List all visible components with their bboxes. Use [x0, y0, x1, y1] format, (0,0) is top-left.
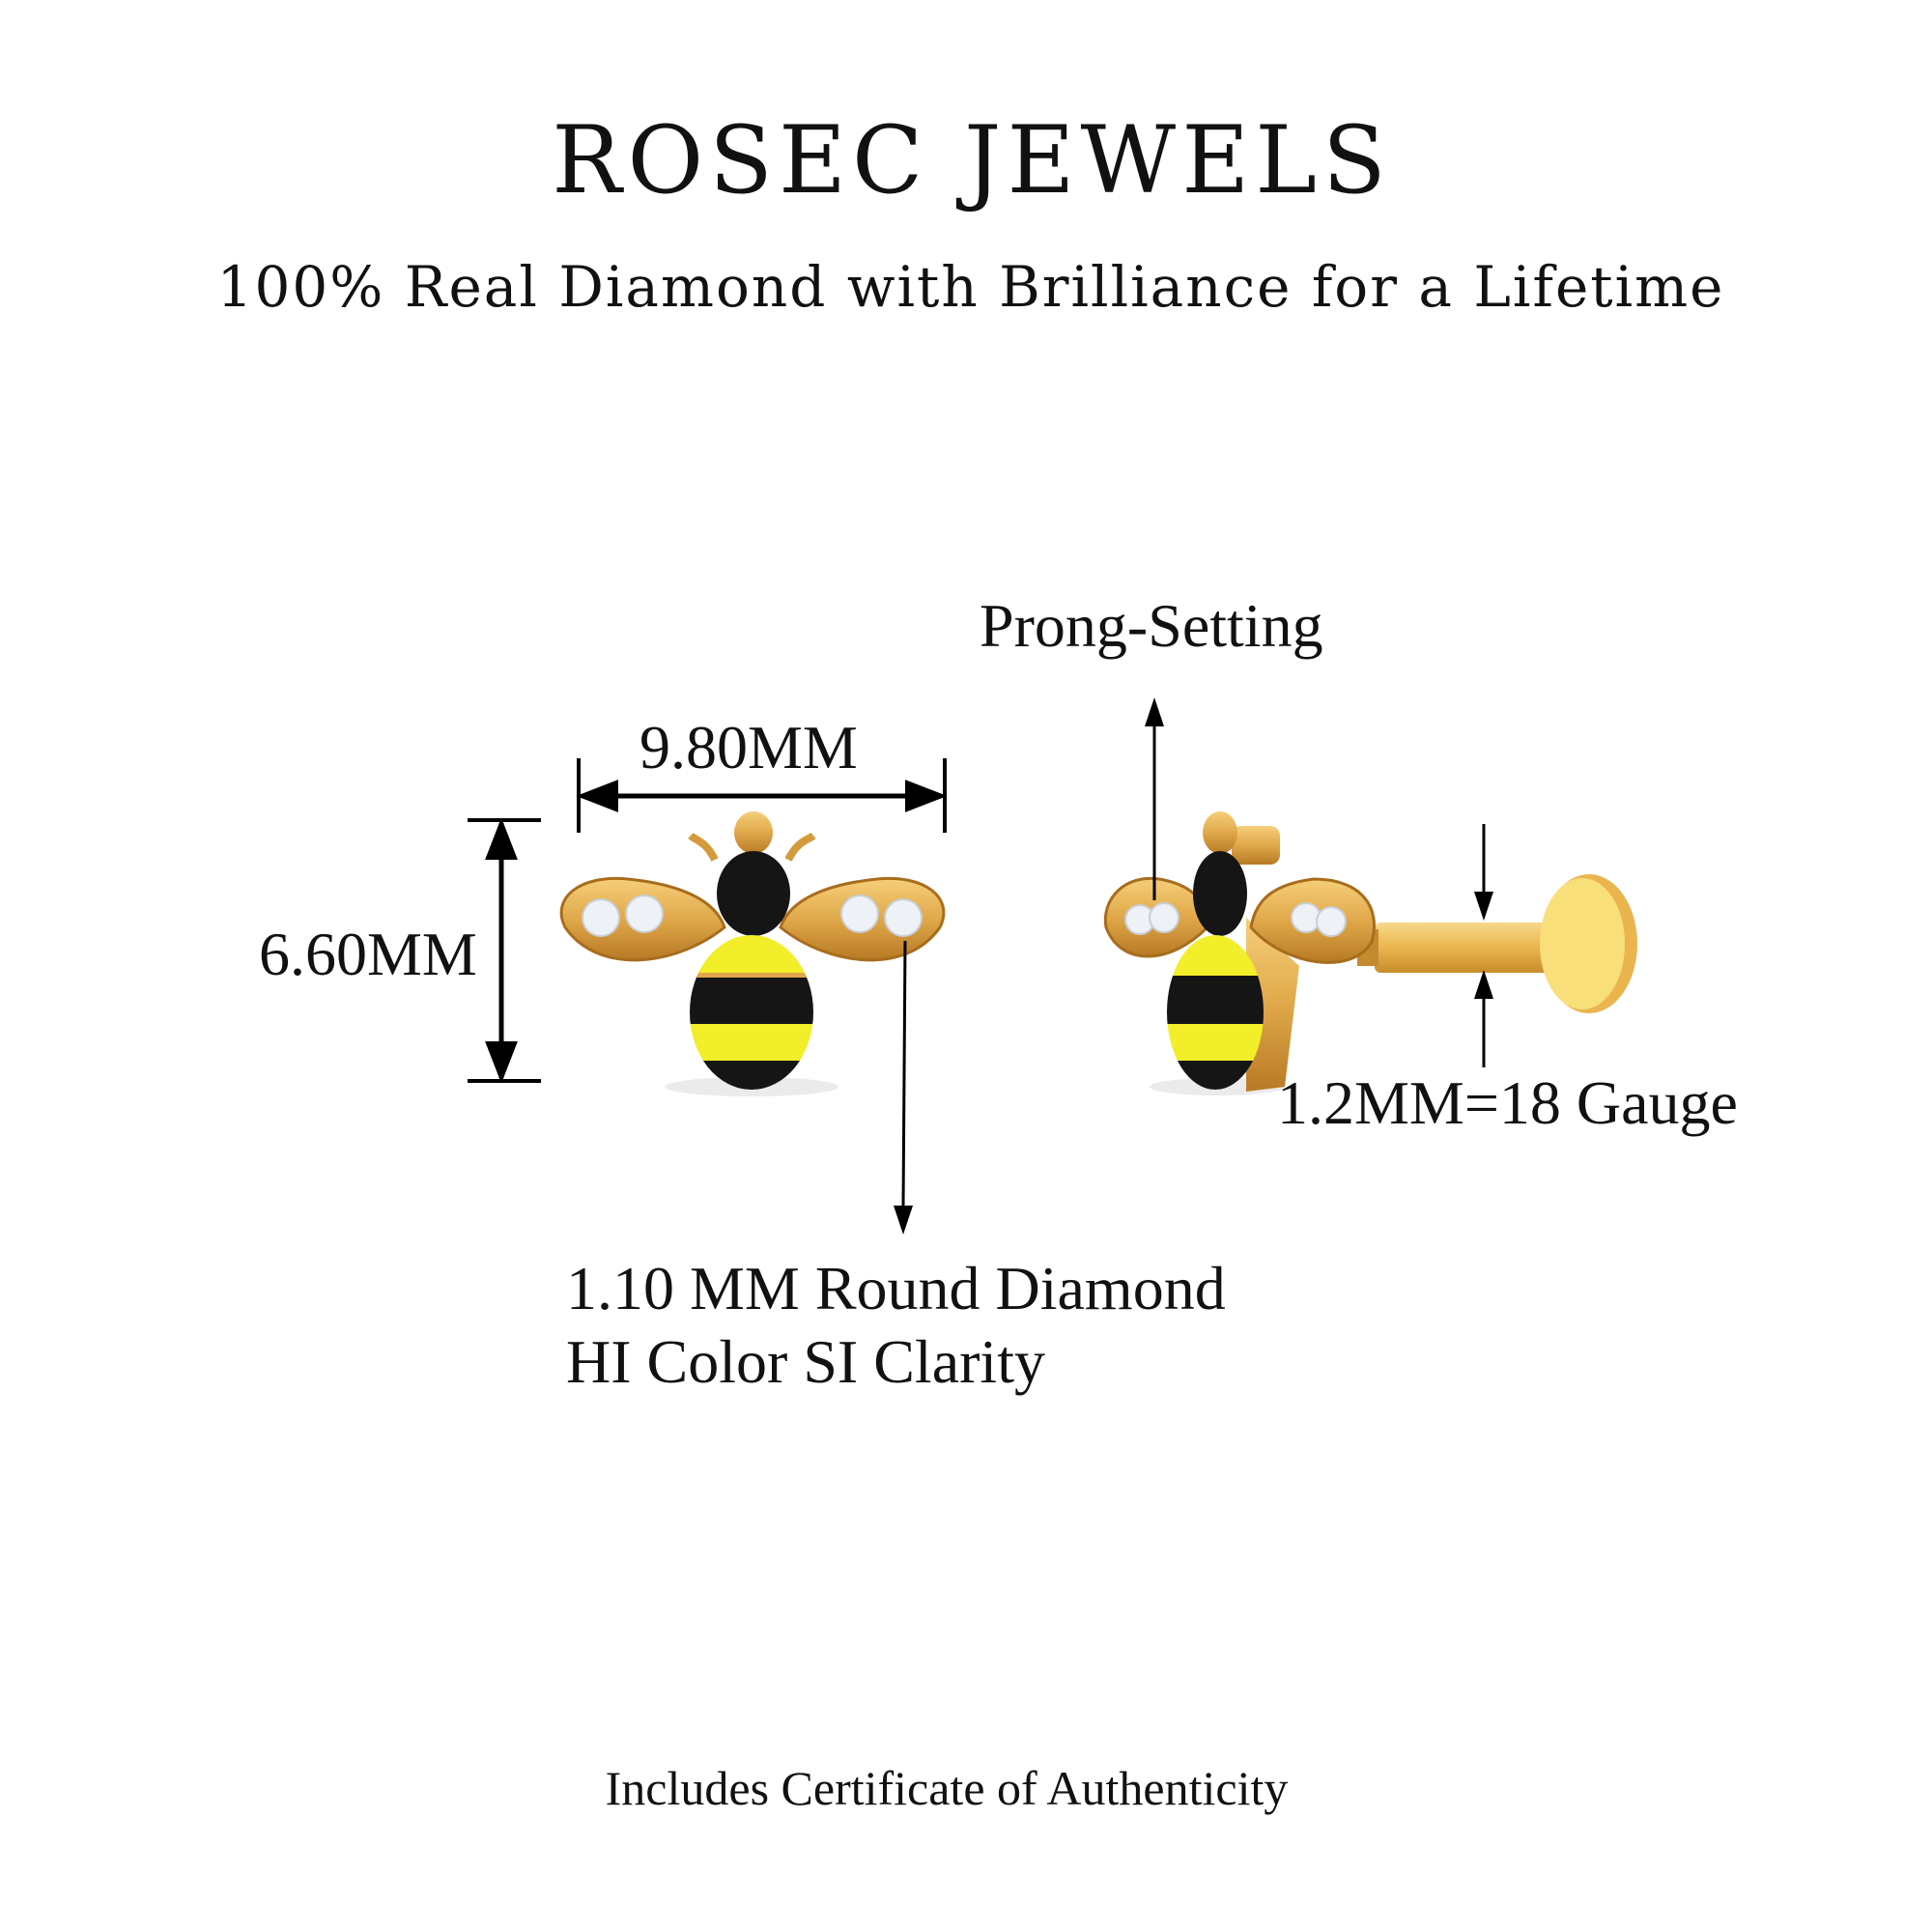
width-dimension-arrow [576, 758, 948, 833]
width-label: 9.80MM [639, 713, 858, 781]
bee-earring-side-icon [1103, 811, 1637, 1095]
bee-earring-front-icon [559, 811, 946, 1096]
height-label: 6.60MM [259, 920, 477, 988]
prong-setting-pointer-arrow [1145, 697, 1164, 900]
gauge-label: 1.2MM=18 Gauge [1277, 1068, 1738, 1137]
diamond-quality-label: HI Color SI Clarity [566, 1327, 1045, 1396]
diamond-size-label: 1.10 MM Round Diamond [566, 1254, 1226, 1322]
certificate-note: Includes Certificate of Authenticity [605, 1761, 1289, 1815]
brand-title: ROSEC JEWELS [552, 106, 1392, 214]
tagline: 100% Real Diamond with Brilliance for a … [216, 254, 1725, 320]
height-dimension-arrow [468, 817, 541, 1084]
diamond-pointer-arrow [894, 940, 913, 1235]
prong-setting-label: Prong-Setting [980, 591, 1323, 660]
gauge-dimension-arrows [1474, 824, 1493, 1067]
